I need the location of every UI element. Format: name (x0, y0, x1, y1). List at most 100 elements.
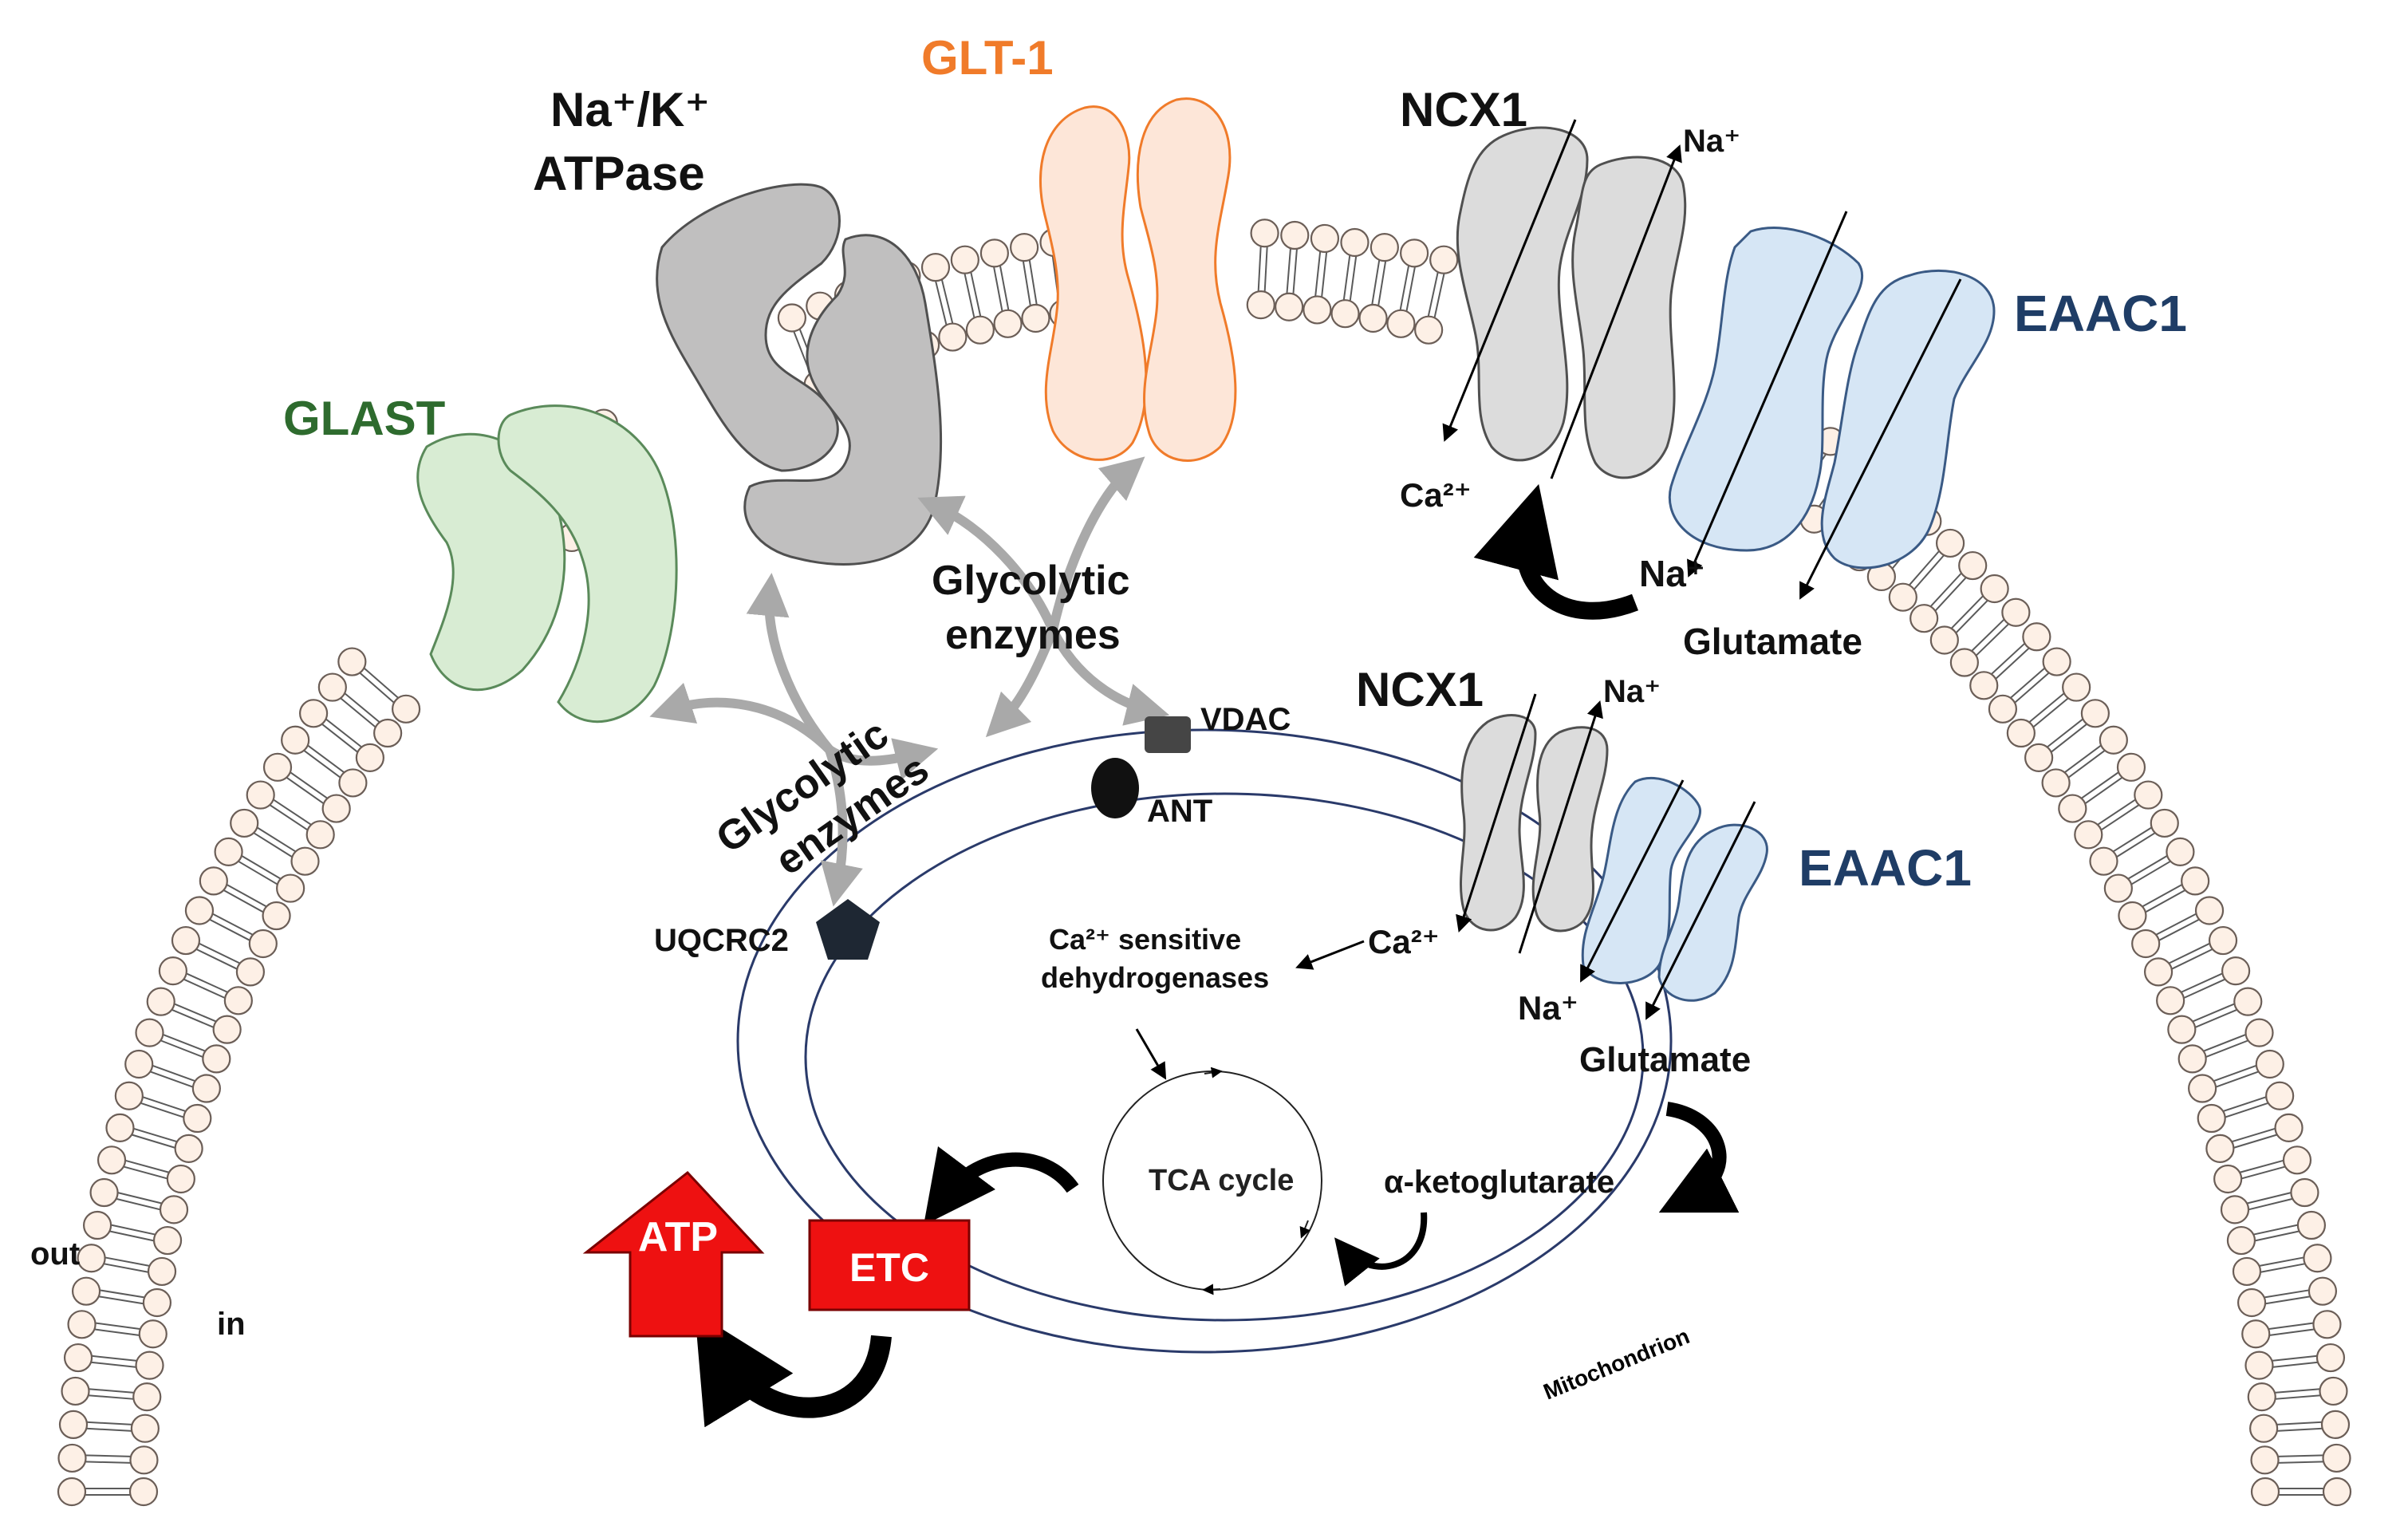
lipid-tail (325, 718, 363, 748)
lipid-head (950, 245, 979, 274)
lipid-head (89, 1177, 119, 1208)
lipid-head (2194, 896, 2225, 925)
lipid-head (2188, 1074, 2217, 1103)
lipid-tail (1028, 259, 1038, 306)
lipid-head (223, 986, 253, 1015)
lipid-tail (999, 265, 1010, 311)
ncx1-ca-arrow (1442, 119, 1577, 442)
lipid-head (2241, 1319, 2271, 1349)
atp-label: ATP (638, 1214, 718, 1260)
lipid-tail (2274, 1388, 2321, 1394)
lipid-head (2156, 986, 2185, 1015)
lipid-head (281, 725, 310, 755)
lipid-tail (2264, 1295, 2311, 1305)
lipid-head (2208, 925, 2238, 956)
etc-label: ETC (849, 1245, 929, 1290)
lipid-head (2247, 1382, 2276, 1412)
lipid-tail (123, 1165, 168, 1180)
lipid-head (262, 752, 293, 782)
lipid-head (1386, 309, 1416, 338)
lipid-tail (173, 1003, 217, 1023)
lipid-tail (110, 1224, 156, 1236)
lipid-head (135, 1351, 164, 1380)
lipid-tail (272, 798, 312, 826)
lipid-head (67, 1310, 97, 1339)
lipid-head (1246, 290, 1275, 320)
lipid-tail (2127, 854, 2168, 880)
lipid-head (938, 322, 968, 352)
lipid-tail (1950, 595, 1984, 629)
glast-transporter: GLAST (283, 392, 678, 724)
lipid-head (138, 1319, 167, 1349)
lipid-head (63, 1343, 93, 1373)
lipid-tail (1908, 550, 1941, 586)
lipid-tail (2272, 1361, 2319, 1368)
lipid-tail (1995, 647, 2030, 680)
lipid-head (191, 1074, 221, 1103)
lipid-tail (2192, 1003, 2236, 1023)
lipid-head (132, 1382, 162, 1412)
lipid-tail (2276, 1427, 2323, 1432)
lipid-head (1888, 582, 1917, 612)
lipid-head (2233, 987, 2263, 1016)
tca-cycle-label: TCA cycle (1149, 1164, 1294, 1197)
lipid-tail (85, 1427, 132, 1432)
lipid-head (2322, 1477, 2352, 1507)
lipid-head (199, 866, 228, 896)
lipid-head (57, 1477, 87, 1507)
lipid-head (2282, 1145, 2312, 1175)
lipid-head (2250, 1477, 2280, 1507)
lipid-head (230, 808, 259, 838)
lipid-head (71, 1276, 101, 1306)
lipid-head (391, 694, 421, 724)
lipid-tail (2215, 1071, 2260, 1088)
lipid-tail (2254, 1230, 2300, 1242)
lipid-head (246, 780, 275, 810)
lipid-head (2226, 1225, 2256, 1256)
lipid-tail (171, 1008, 215, 1028)
lipid-head (1275, 292, 1304, 321)
ncx1-mito-ca-label: Ca²⁺ (1368, 923, 1440, 960)
lipid-tail (1405, 266, 1417, 312)
lipid-tail (124, 1159, 170, 1173)
lipid-tail (2183, 978, 2226, 1000)
eaac1-plasma-glutamate-label: Glutamate (1683, 621, 1862, 662)
lipid-tail (2268, 1328, 2315, 1337)
lipid-head (1935, 528, 1965, 558)
lipid-head (212, 1015, 242, 1044)
lipid-tail (209, 918, 251, 941)
lipid-head (2074, 820, 2103, 850)
lipid-tail (363, 667, 400, 699)
lipid-tail (1321, 251, 1328, 298)
lipid-tail (256, 826, 297, 853)
lipid-head (146, 987, 175, 1016)
lipid-tail (1433, 273, 1445, 318)
lipid-head (2143, 957, 2174, 987)
lipid-head (2213, 1164, 2243, 1194)
lipid-head (2099, 725, 2128, 755)
lipid-tail (85, 1461, 132, 1464)
lipid-head (183, 1103, 212, 1134)
mitochondrion-inner-membrane (804, 792, 1645, 1322)
lipid-head (1909, 604, 1939, 633)
lipid-tail (185, 972, 229, 993)
glt1-transporter: GLT-1 (921, 31, 1237, 462)
vdac-icon (1145, 716, 1191, 753)
dehydrogenases-to-tca-arrow (1135, 1028, 1167, 1080)
lipid-tail (2180, 972, 2224, 993)
lipid-tail (198, 942, 241, 964)
lipid-tail (2276, 1421, 2323, 1425)
lipid-head (2322, 1443, 2351, 1473)
ncx1-na-arrow (1550, 144, 1682, 479)
lipid-head (1340, 227, 1370, 258)
lipid-head (338, 768, 368, 798)
lipid-tail (1399, 265, 1410, 311)
ncx1-mito: NCX1 Na⁺ Ca²⁺ (1356, 663, 1661, 960)
lipid-head (1400, 239, 1429, 268)
lipid-tail (142, 1096, 187, 1113)
akg-label: α-ketoglutarate (1384, 1165, 1614, 1200)
lipid-tail (117, 1192, 163, 1205)
lipid-head (317, 672, 347, 702)
lipid-tail (2155, 913, 2197, 936)
